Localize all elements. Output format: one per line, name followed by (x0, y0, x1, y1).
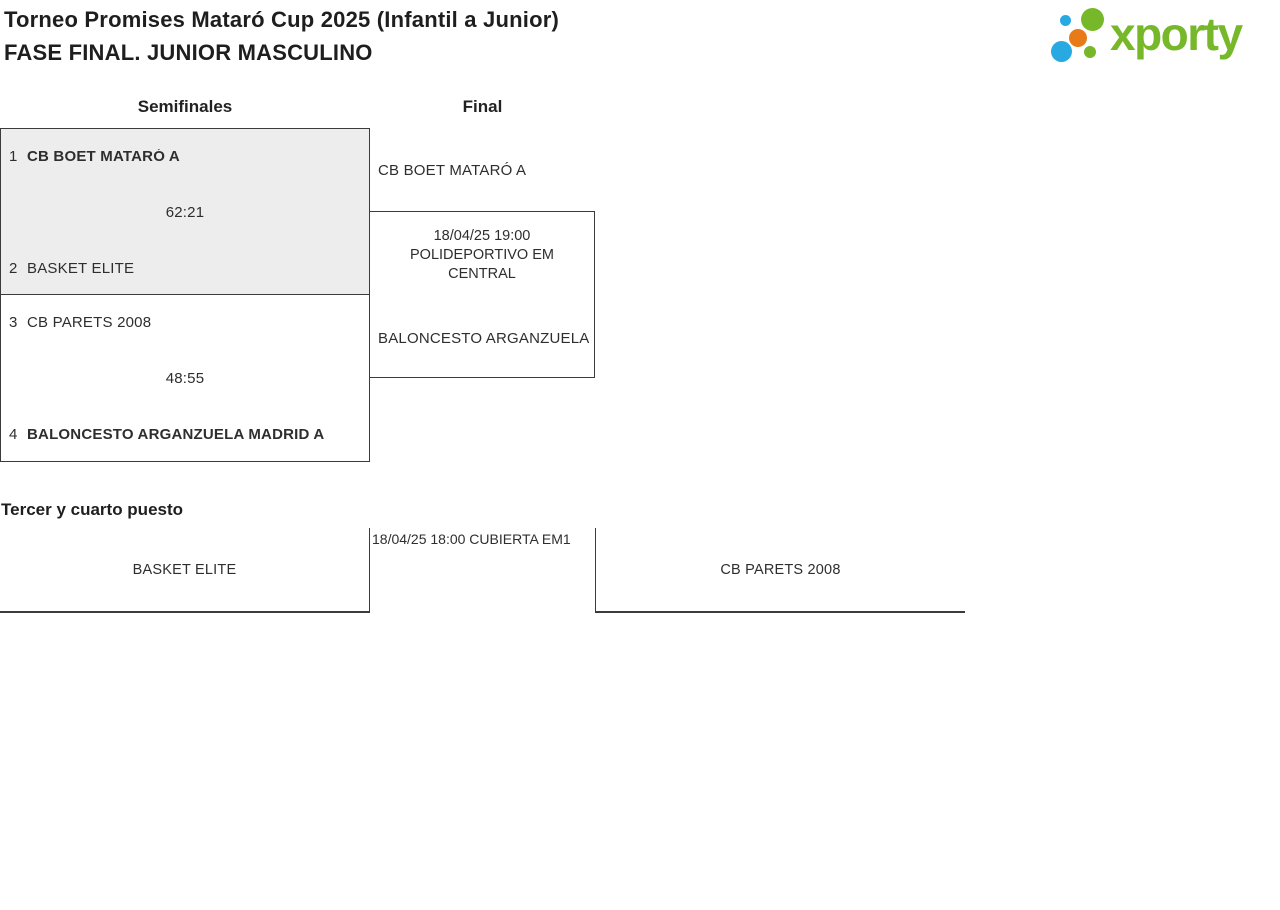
final-venue: POLIDEPORTIVO EM CENTRAL (410, 247, 554, 282)
page-subtitle: FASE FINAL. JUNIOR MASCULINO (4, 40, 373, 65)
match-score: 62:21 (165, 205, 205, 221)
team-name: BALONCESTO ARGANZUELA MADRID A (27, 427, 325, 443)
team-name: BASKET ELITE (27, 261, 135, 277)
match-team-row: 2 BASKET ELITE (1, 261, 369, 277)
match-score: 48:55 (165, 371, 205, 387)
round-header-semifinals: Semifinales (137, 97, 233, 116)
third-place-schedule: 18/04/25 18:00 CUBIERTA EM1 (372, 531, 571, 547)
final-team-top: CB BOET MATARÓ A (378, 162, 527, 179)
round-header-final: Final (462, 97, 503, 116)
match-team-row: 1 CB BOET MATARÓ A (1, 149, 369, 165)
match-team-row: 3 CB PARETS 2008 (1, 315, 369, 331)
page-title: Torneo Promises Mataró Cup 2025 (Infanti… (4, 7, 560, 32)
final-datetime: 18/04/25 19:00 (433, 228, 531, 244)
match-final: 18/04/25 19:00 POLIDEPORTIVO EM CENTRAL … (369, 211, 595, 378)
team-name: BASKET ELITE (132, 561, 237, 578)
team-name: CB PARETS 2008 (720, 561, 841, 578)
team-name: CB PARETS 2008 (27, 315, 152, 331)
third-place-team-box-right: CB PARETS 2008 (595, 528, 965, 613)
match-semifinal-1: 1 CB BOET MATARÓ A 62:21 2 BASKET ELITE (0, 128, 370, 295)
third-place-team-box-left: BASKET ELITE (0, 528, 370, 613)
third-place-heading: Tercer y cuarto puesto (1, 500, 184, 519)
seed-number: 2 (9, 261, 18, 277)
xporty-logo[interactable]: xporty (1045, 0, 1280, 70)
logo-wordmark: xporty (1110, 8, 1243, 60)
logo-dot-icon (1060, 15, 1071, 26)
seed-number: 4 (9, 427, 18, 443)
logo-dot-icon (1081, 8, 1104, 31)
match-semifinal-2: 3 CB PARETS 2008 48:55 4 BALONCESTO ARGANZ… (0, 294, 370, 462)
page-header: Torneo Promises Mataró Cup 2025 (Infanti… (4, 3, 559, 69)
final-schedule: 18/04/25 19:00 POLIDEPORTIVO EM CENTRAL (370, 227, 594, 284)
seed-number: 1 (9, 149, 18, 165)
logo-dot-icon (1051, 41, 1072, 62)
logo-dot-icon (1069, 29, 1087, 47)
logo-dot-icon (1084, 46, 1096, 58)
match-team-row: 4 BALONCESTO ARGANZUELA MADRID A (1, 427, 369, 443)
seed-number: 3 (9, 315, 18, 331)
team-name: CB BOET MATARÓ A (27, 149, 180, 165)
final-team-bottom: BALONCESTO ARGANZUELA (378, 330, 590, 347)
